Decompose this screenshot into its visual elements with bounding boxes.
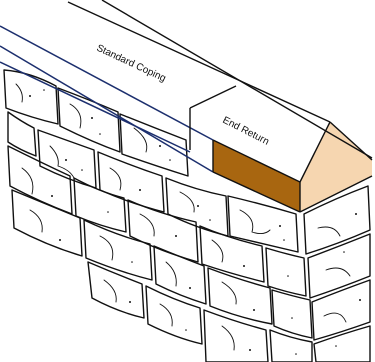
speckle [59,239,61,241]
speckle [99,133,101,135]
speckle [343,251,345,253]
speckle [131,261,133,263]
speckle [43,89,45,91]
speckle [291,317,293,319]
speckle [51,195,53,197]
speckle [253,309,255,311]
speckle [81,169,83,171]
speckle [355,213,357,215]
speckle [29,95,31,97]
speckle [283,239,285,241]
speckle [359,299,361,301]
speckle [287,275,289,277]
speckle [129,301,131,303]
speckle [91,117,93,119]
speckle [185,329,187,331]
speckle [295,353,297,355]
speckle [335,345,337,347]
speckle [65,159,67,161]
speckle [243,265,245,267]
speckle [197,205,199,207]
speckle [189,287,191,289]
speckle [175,235,177,237]
speckle [107,211,109,213]
speckle [279,225,281,227]
speckle [169,159,171,161]
speckle [209,219,211,221]
speckle [249,349,251,351]
speckle [159,145,161,147]
speckle [139,189,141,191]
